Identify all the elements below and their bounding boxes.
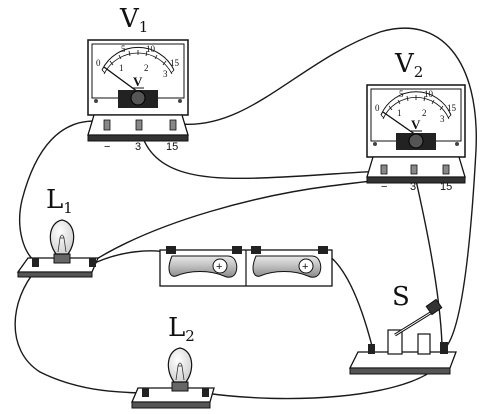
- terminal-15-label: 15: [166, 141, 178, 153]
- scale-label-0: 0: [96, 58, 101, 68]
- wires: [14, 27, 477, 400]
- wire-v1-15-to-v2-15: [179, 27, 477, 348]
- bulb-icon: [167, 347, 193, 383]
- scale-label-2: 2: [144, 63, 149, 73]
- battery-cell-1: +: [168, 255, 238, 278]
- label-l1: L1: [46, 185, 73, 217]
- scale-label-2: 2: [422, 108, 427, 118]
- bulb-icon: [49, 219, 75, 255]
- scale-label-0: 0: [375, 103, 380, 113]
- terminal-minus-label: −: [104, 141, 110, 153]
- wire-v2-3-to-switch: [414, 175, 443, 346]
- scale-arc: [101, 47, 175, 71]
- label-v1: V1: [119, 4, 148, 36]
- lamp-l2: [131, 347, 215, 409]
- wire-v1minus-to-l1: [18, 120, 106, 263]
- plus-icon: +: [216, 261, 222, 273]
- meter-unit: V: [411, 117, 421, 132]
- scale-arc: [380, 91, 452, 116]
- battery-terminal[interactable]: [251, 246, 261, 254]
- lamp-l1: [16, 219, 99, 278]
- lamp-terminal-left[interactable]: [32, 258, 39, 267]
- terminal-minus[interactable]: [103, 119, 111, 131]
- scale-label-3: 3: [440, 114, 445, 124]
- meter-needle: [103, 66, 139, 93]
- scale-label-10: 10: [146, 44, 156, 54]
- wire-l1-to-l2: [14, 269, 141, 394]
- terminal-3[interactable]: [135, 119, 143, 131]
- lamp-terminal-right[interactable]: [202, 388, 209, 397]
- switch-handle[interactable]: [425, 298, 443, 316]
- label-s: S: [392, 282, 410, 312]
- scale-label-3: 3: [163, 69, 168, 79]
- voltmeter-v2: 0 5 10 15 1 2 3 V − 3 15: [366, 84, 466, 193]
- label-l2: L2: [168, 313, 195, 345]
- switch-contact: [417, 333, 431, 355]
- scale-label-5: 5: [121, 44, 126, 54]
- terminal-minus[interactable]: [380, 164, 388, 175]
- terminal-15[interactable]: [442, 164, 450, 175]
- terminal-15-label: 15: [440, 181, 452, 193]
- terminal-15[interactable]: [169, 119, 177, 131]
- terminal-3-label: 3: [410, 181, 416, 193]
- lamp-terminal-left[interactable]: [142, 388, 149, 397]
- meter-unit: V: [133, 74, 143, 89]
- scale-label-1: 1: [397, 108, 402, 118]
- switch-terminal-right[interactable]: [440, 342, 448, 354]
- voltmeter-v1: 0 5 10 15 1 2 3 V − 3 15: [87, 39, 189, 153]
- scale-label-10: 10: [424, 89, 434, 99]
- scale-ticks: [101, 50, 175, 74]
- battery-terminal[interactable]: [232, 246, 242, 254]
- terminal-minus-label: −: [381, 181, 387, 193]
- lamp-socket: [53, 253, 71, 264]
- scale-label-5: 5: [399, 89, 404, 99]
- battery-pack: + +: [159, 246, 333, 287]
- switch-hinge: [387, 329, 403, 355]
- meter-needle: [382, 111, 417, 136]
- switch-terminal-left[interactable]: [368, 344, 375, 354]
- battery-terminal[interactable]: [318, 246, 328, 254]
- plus-icon: +: [302, 261, 308, 273]
- battery-terminal[interactable]: [166, 246, 176, 254]
- terminal-3[interactable]: [410, 164, 418, 175]
- scale-label-15: 15: [447, 103, 457, 113]
- lamp-terminal-right[interactable]: [89, 258, 96, 267]
- pivot-knob: [130, 90, 146, 106]
- scale-label-15: 15: [170, 58, 180, 68]
- scale-label-1: 1: [119, 63, 124, 73]
- battery-cell-2: +: [252, 255, 322, 278]
- wire-v1-3-to-v2-minus: [139, 127, 385, 180]
- switch-s[interactable]: [348, 298, 457, 375]
- terminal-3-label: 3: [135, 141, 141, 153]
- pivot-knob: [408, 133, 424, 149]
- label-v2: V2: [394, 49, 423, 81]
- lamp-socket: [171, 381, 189, 392]
- switch-board: [348, 351, 457, 369]
- scale-ticks: [380, 95, 452, 119]
